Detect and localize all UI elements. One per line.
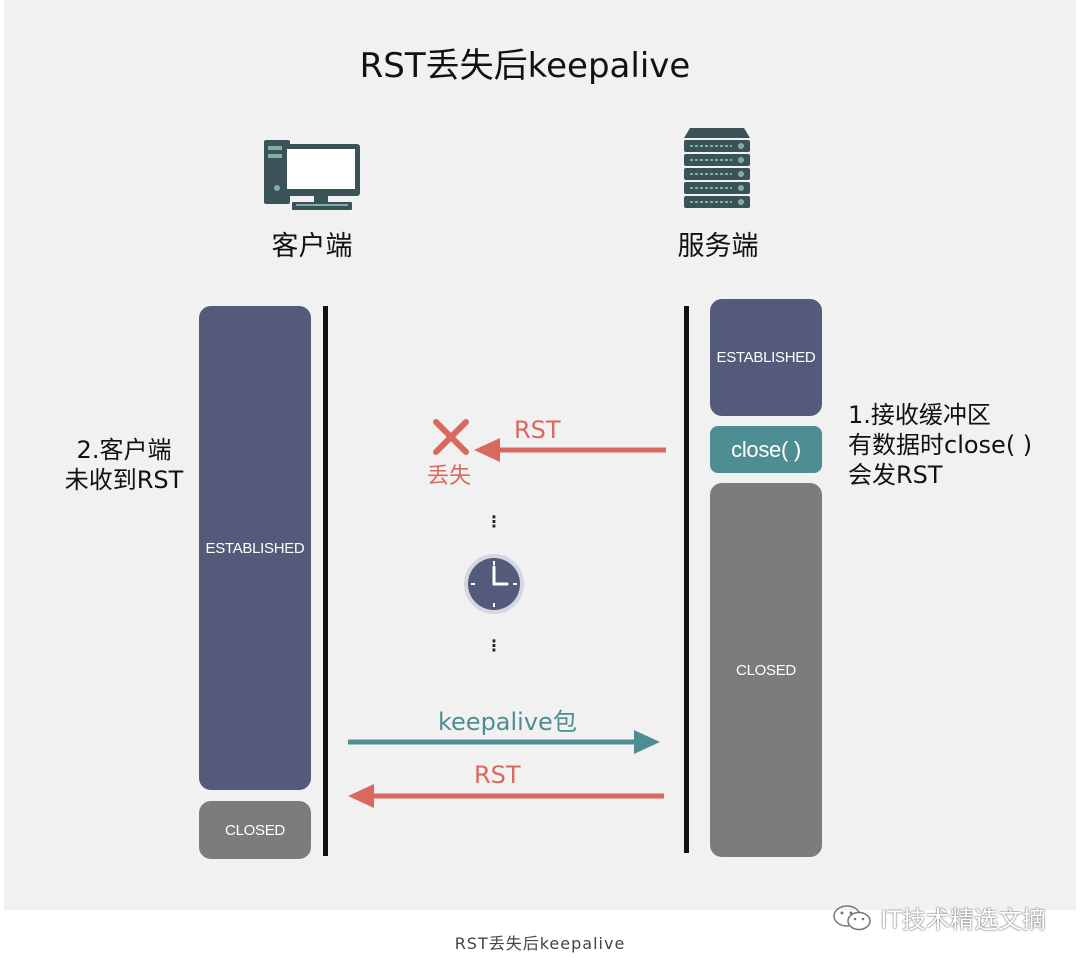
- client-note: 2.客户端 未收到RST: [62, 435, 186, 495]
- watermark-text: IT技术精选文摘: [880, 906, 1046, 934]
- server-close-call: close( ): [710, 426, 822, 473]
- server-established-label: ESTABLISHED: [716, 349, 816, 366]
- server-icon: [684, 128, 750, 208]
- computer-icon: [264, 140, 360, 210]
- watermark: IT技术精选文摘: [832, 900, 1046, 935]
- ellipsis-top: ⋮: [486, 512, 502, 531]
- client-note-line: 2.客户端: [76, 436, 172, 464]
- client-closed-state: CLOSED: [199, 801, 311, 859]
- diagram-title: RST丢失后keepalive: [359, 46, 691, 86]
- diagram-panel: [4, 0, 1076, 910]
- server-timeline: [684, 306, 689, 853]
- client-label: 客户端: [271, 231, 353, 262]
- rst-lost-label: RST: [514, 416, 561, 444]
- close-call-label: close( ): [731, 436, 801, 462]
- server-note-line: 会发RST: [848, 461, 943, 489]
- client-timeline: [323, 306, 328, 856]
- clock-icon: [464, 554, 524, 614]
- keepalive-arrow: [348, 730, 660, 754]
- server-note: 1.接收缓冲区 有数据时close( ) 会发RST: [848, 400, 1032, 490]
- keepalive-label: keepalive包: [438, 708, 577, 736]
- lost-x-icon: [433, 419, 469, 455]
- client-closed-label: CLOSED: [225, 821, 285, 839]
- rst-reply-arrow: [348, 784, 664, 808]
- server-label: 服务端: [677, 231, 759, 262]
- server-note-line: 有数据时close( ): [848, 431, 1033, 459]
- ellipsis-bottom: ⋮: [486, 636, 502, 655]
- figure-caption: RST丢失后keepalive: [454, 934, 626, 953]
- client-note-line: 未收到RST: [64, 466, 184, 494]
- rst-reply-label: RST: [474, 761, 521, 789]
- server-established-state: ESTABLISHED: [710, 299, 822, 416]
- lost-label: 丢失: [427, 464, 472, 489]
- server-closed-label: CLOSED: [736, 661, 796, 679]
- server-closed-state: CLOSED: [710, 483, 822, 857]
- client-established-state: ESTABLISHED: [199, 306, 311, 790]
- server-note-line: 1.接收缓冲区: [848, 401, 991, 429]
- wechat-icon: [833, 904, 871, 930]
- rst-lost-arrow: [474, 438, 666, 462]
- client-established-label: ESTABLISHED: [205, 539, 305, 557]
